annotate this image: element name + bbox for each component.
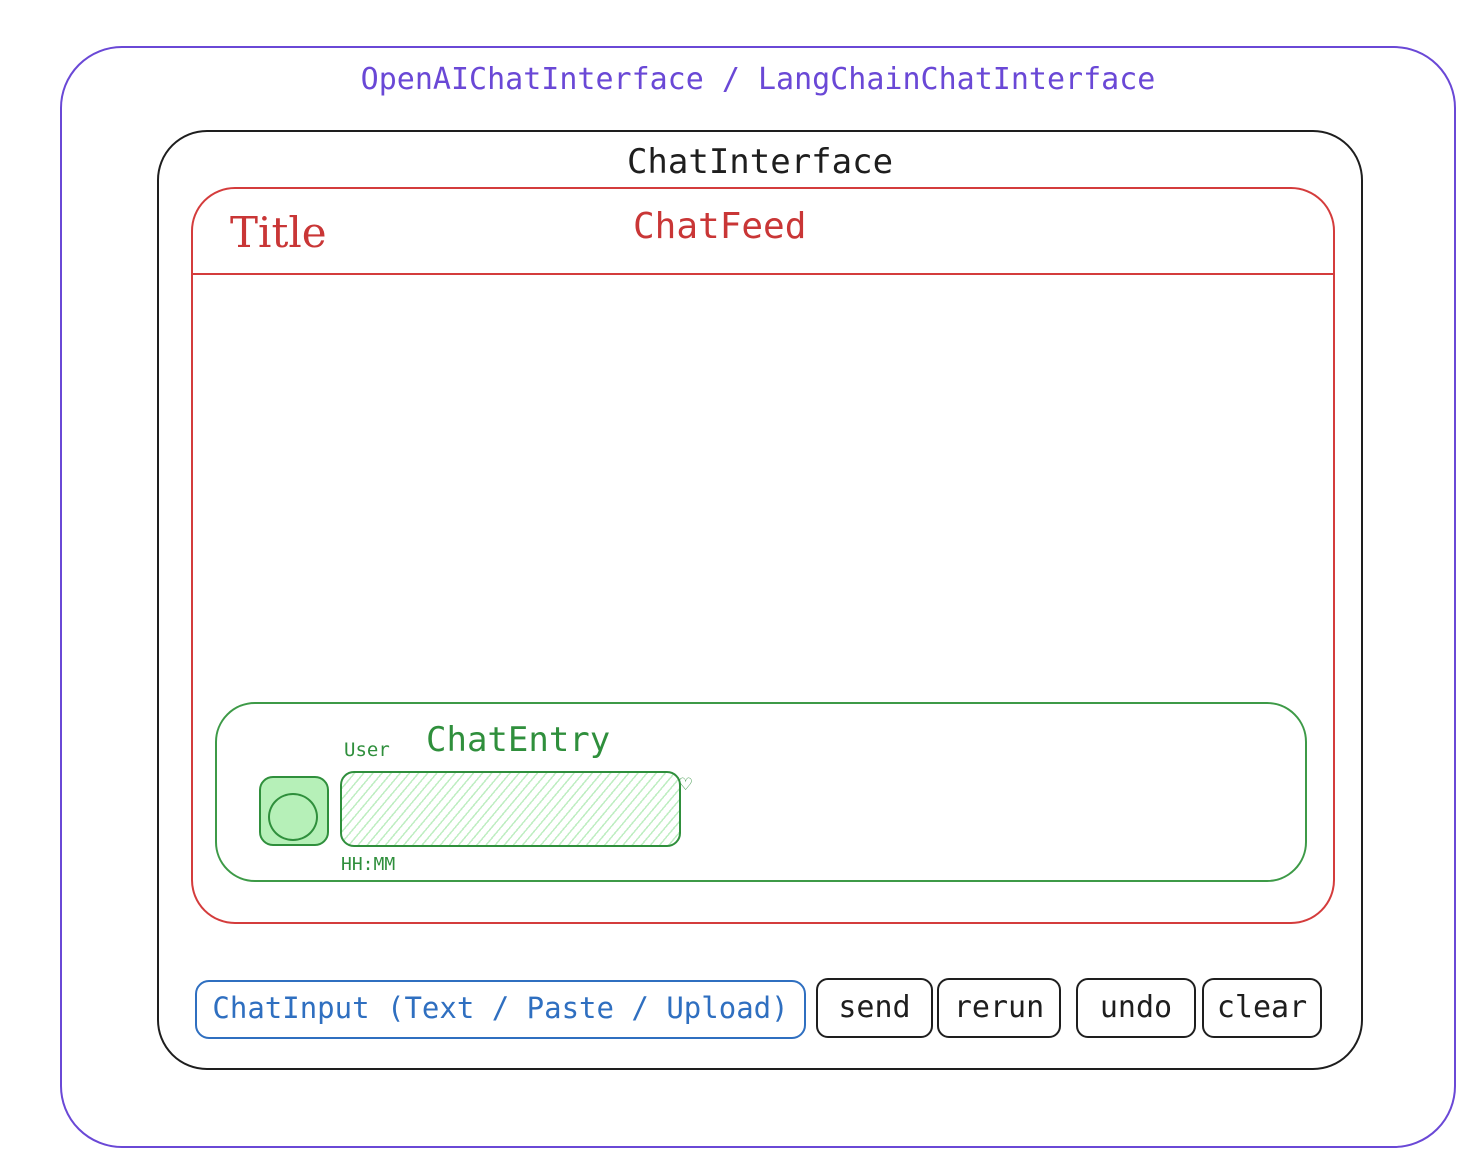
chat-feed-frame bbox=[191, 187, 1335, 924]
clear-button[interactable]: clear bbox=[1202, 978, 1322, 1038]
chat-interface-frame bbox=[157, 130, 1363, 1070]
chat-entry-user-label: User bbox=[344, 739, 390, 761]
chat-entry-label: ChatEntry bbox=[426, 720, 611, 760]
chat-feed-header-divider bbox=[193, 273, 1333, 275]
send-button[interactable]: send bbox=[816, 978, 933, 1038]
chat-entry-frame bbox=[215, 702, 1307, 882]
chat-feed-label: ChatFeed bbox=[633, 206, 807, 247]
chat-input-label: ChatInput (Text / Paste / Upload) bbox=[212, 991, 789, 1025]
avatar-icon bbox=[268, 793, 318, 841]
message-bubble bbox=[340, 771, 681, 847]
chat-interface-label: ChatInterface bbox=[626, 142, 894, 182]
outer-interface-frame bbox=[60, 46, 1456, 1148]
chat-feed-title-label: Title bbox=[230, 208, 327, 257]
outer-interface-label: OpenAIChatInterface / LangChainChatInter… bbox=[360, 62, 1156, 97]
chat-entry-timestamp: HH:MM bbox=[341, 854, 396, 875]
chat-input-field[interactable] bbox=[195, 980, 806, 1039]
heart-icon[interactable]: ♡ bbox=[678, 775, 694, 795]
rerun-button[interactable]: rerun bbox=[937, 978, 1061, 1038]
undo-button[interactable]: undo bbox=[1076, 978, 1196, 1038]
